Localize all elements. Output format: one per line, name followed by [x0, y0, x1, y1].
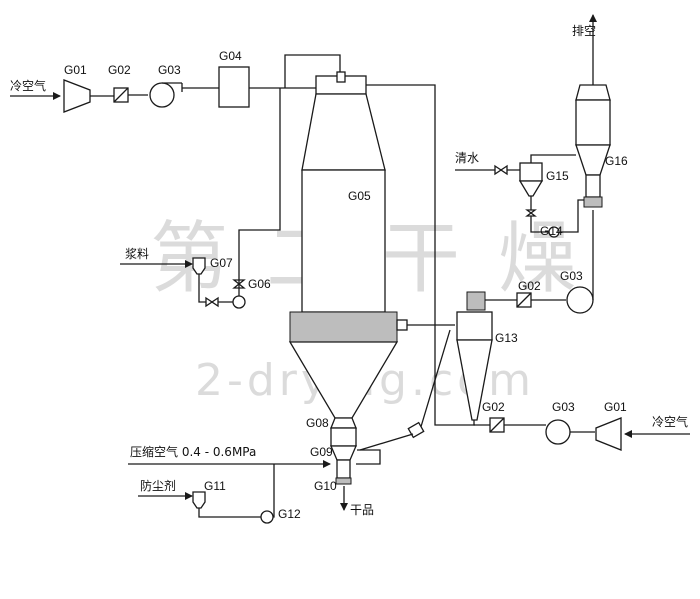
g03-blower-left [149, 82, 175, 108]
g12-label: G12 [278, 507, 301, 521]
g14-pump [548, 226, 560, 238]
g16-top [575, 84, 611, 101]
g02-right-label: G02 [518, 279, 541, 293]
g01-filter-bottom [595, 417, 622, 451]
g08-valve [330, 417, 357, 429]
g02-right-diagonal [516, 292, 532, 308]
cyclone-g13: G13 G02 G03 [366, 84, 594, 421]
g05-label: G05 [348, 189, 371, 203]
g04-label: G04 [219, 49, 242, 63]
g06-pump [232, 295, 246, 309]
g02-bottom-diagonal [489, 417, 505, 433]
compressed-air-label: 压缩空气 0.4 - 0.6MPa [130, 444, 256, 459]
side-pipe [434, 325, 475, 426]
g09-body [330, 427, 357, 447]
dryer-outlet-nozzle [396, 319, 408, 331]
g01-bottom-label: G01 [604, 400, 627, 414]
g10-base [335, 477, 352, 485]
g15-tank [519, 162, 543, 182]
slurry-pipe [198, 274, 233, 303]
dry-product-label: 干品 [350, 503, 374, 517]
feed-pipe-to-top [238, 88, 281, 296]
g09-label: G09 [310, 445, 333, 459]
g08-label: G08 [306, 416, 329, 430]
g13-cone [456, 339, 493, 421]
return-line-tail [359, 433, 414, 451]
cold-air-right-label: 冷空气 [652, 414, 688, 429]
g14-to-g16 [560, 199, 584, 233]
atomizer [336, 71, 346, 83]
g06-label: G06 [248, 277, 271, 291]
water-valve [494, 164, 508, 176]
anti-dust-line: 防尘剂 G11 G12 [138, 464, 301, 524]
g03-bottom-label: G03 [552, 400, 575, 414]
hot-air-pipe-top [284, 54, 341, 88]
dryer-cylinder [301, 169, 386, 313]
g12-pump [260, 510, 274, 524]
slurry-feed: 浆料 G07 G06 [120, 88, 281, 309]
g14-label: G14 [540, 224, 563, 238]
top-return-pipe [366, 84, 436, 325]
g03-left-label: G03 [158, 63, 181, 77]
g11-tank [192, 491, 206, 509]
g16-label: G16 [605, 154, 628, 168]
g01-left-label: G01 [64, 63, 87, 77]
g03-right-label: G03 [560, 269, 583, 283]
dryer-g05: G05 [288, 71, 408, 419]
anti-dust-label: 防尘剂 [140, 478, 176, 493]
g10-label: G10 [314, 479, 337, 493]
g04-heater [218, 66, 250, 108]
g07-label: G07 [210, 256, 233, 270]
compressed-air-line: 压缩空气 0.4 - 0.6MPa [128, 444, 381, 468]
g15-label: G15 [546, 169, 569, 183]
dry-product-text: 干品 [350, 503, 374, 517]
g13-label: G13 [495, 331, 518, 345]
g03-bottom-fan [545, 419, 571, 445]
g02-diagonal [113, 87, 129, 103]
g15-outlet [530, 196, 548, 233]
dryer-top-cone [301, 93, 386, 171]
g16-body [575, 99, 611, 146]
g16-neck [585, 174, 601, 198]
left-air-inlet: 冷空气 G01 G02 G03 G04 [10, 49, 341, 113]
g09-cone [330, 445, 357, 461]
clean-water-label: 清水 [455, 151, 479, 165]
bottom-air-train: G02 G03 G01 冷空气 [434, 325, 690, 451]
g15-to-g16 [530, 154, 576, 163]
g15-valve [525, 209, 537, 217]
g03-right-fan [566, 286, 594, 314]
scrubber: 排空 G16 清水 G15 G14 [455, 14, 628, 238]
g10-valve [336, 459, 351, 479]
g13-top-unit [466, 291, 486, 311]
anti-dust-pipe [198, 508, 261, 518]
discharge-assembly: G08 G09 G10 干品 [306, 416, 374, 517]
g02-bottom-label: G02 [482, 400, 505, 414]
slurry-label: 浆料 [125, 246, 149, 261]
g01-filter-left [63, 79, 91, 113]
anti-dust-to-main [273, 464, 275, 518]
return-to-g09 [356, 449, 381, 465]
dryer-band [289, 311, 398, 343]
g13-body [456, 311, 493, 341]
g16-joint [583, 196, 603, 208]
g02-left-label: G02 [108, 63, 131, 77]
g15-cone [518, 180, 544, 197]
slurry-valve [205, 296, 219, 308]
g07-tank [192, 257, 206, 275]
exhaust-label: 排空 [572, 24, 596, 38]
cold-air-left-label: 冷空气 [10, 78, 46, 93]
g11-label: G11 [204, 479, 226, 493]
